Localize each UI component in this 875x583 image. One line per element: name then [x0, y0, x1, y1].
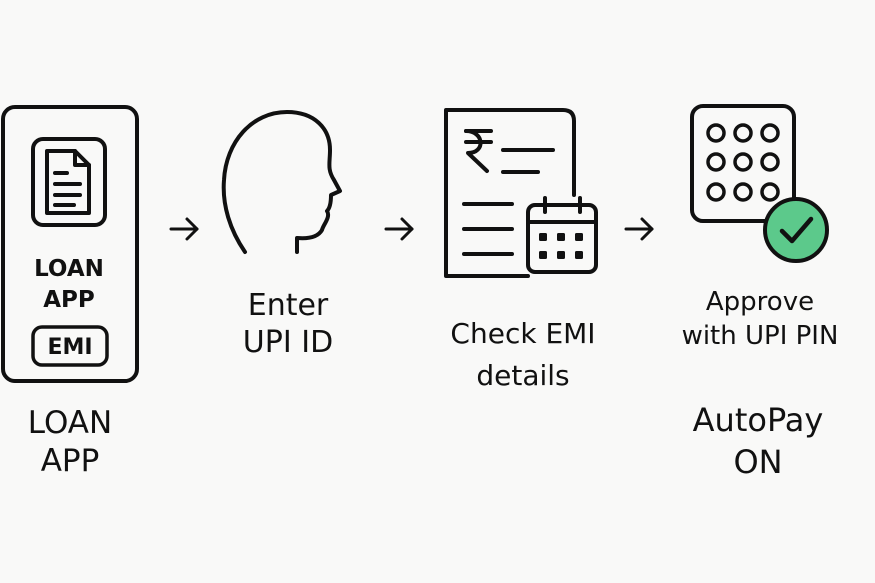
right-arrow-icon [624, 217, 654, 241]
phone-with-document-icon [1, 105, 139, 383]
right-arrow-icon [169, 217, 199, 241]
checkmark-badge-icon [763, 197, 829, 263]
autopay-status-line1: AutoPay [692, 401, 824, 439]
step3-label: Check EMI details [428, 313, 618, 397]
step2-label-line1: Enter [247, 288, 329, 323]
step4-label: Approve with UPI PIN [660, 286, 860, 354]
step2-label: Enter UPI ID [214, 288, 362, 361]
autopay-status-line2: ON [733, 442, 783, 481]
step3-label-line1: Check EMI [450, 317, 596, 350]
rupee-document-calendar-icon [444, 108, 598, 278]
pin-keypad-checkmark-icon [690, 104, 796, 223]
phone-label-line2: APP [43, 287, 95, 313]
step4-label-line2: with UPI PIN [681, 320, 839, 351]
step2-label-line2: UPI ID [242, 324, 334, 360]
step4-label-line1: Approve [705, 287, 815, 317]
head-profile-icon [221, 110, 342, 254]
step1-label-line2: APP [40, 442, 100, 479]
step3-label-line2: details [476, 359, 570, 392]
calendar-days-icon [539, 233, 583, 259]
right-arrow-icon [384, 217, 414, 241]
step1-label-line1: LOAN [27, 405, 113, 441]
phone-label-line1: LOAN [34, 256, 104, 282]
emi-badge-text: EMI [47, 335, 92, 360]
step1-label: LOAN APP [4, 405, 136, 481]
autopay-status: AutoPay ON [668, 400, 848, 483]
